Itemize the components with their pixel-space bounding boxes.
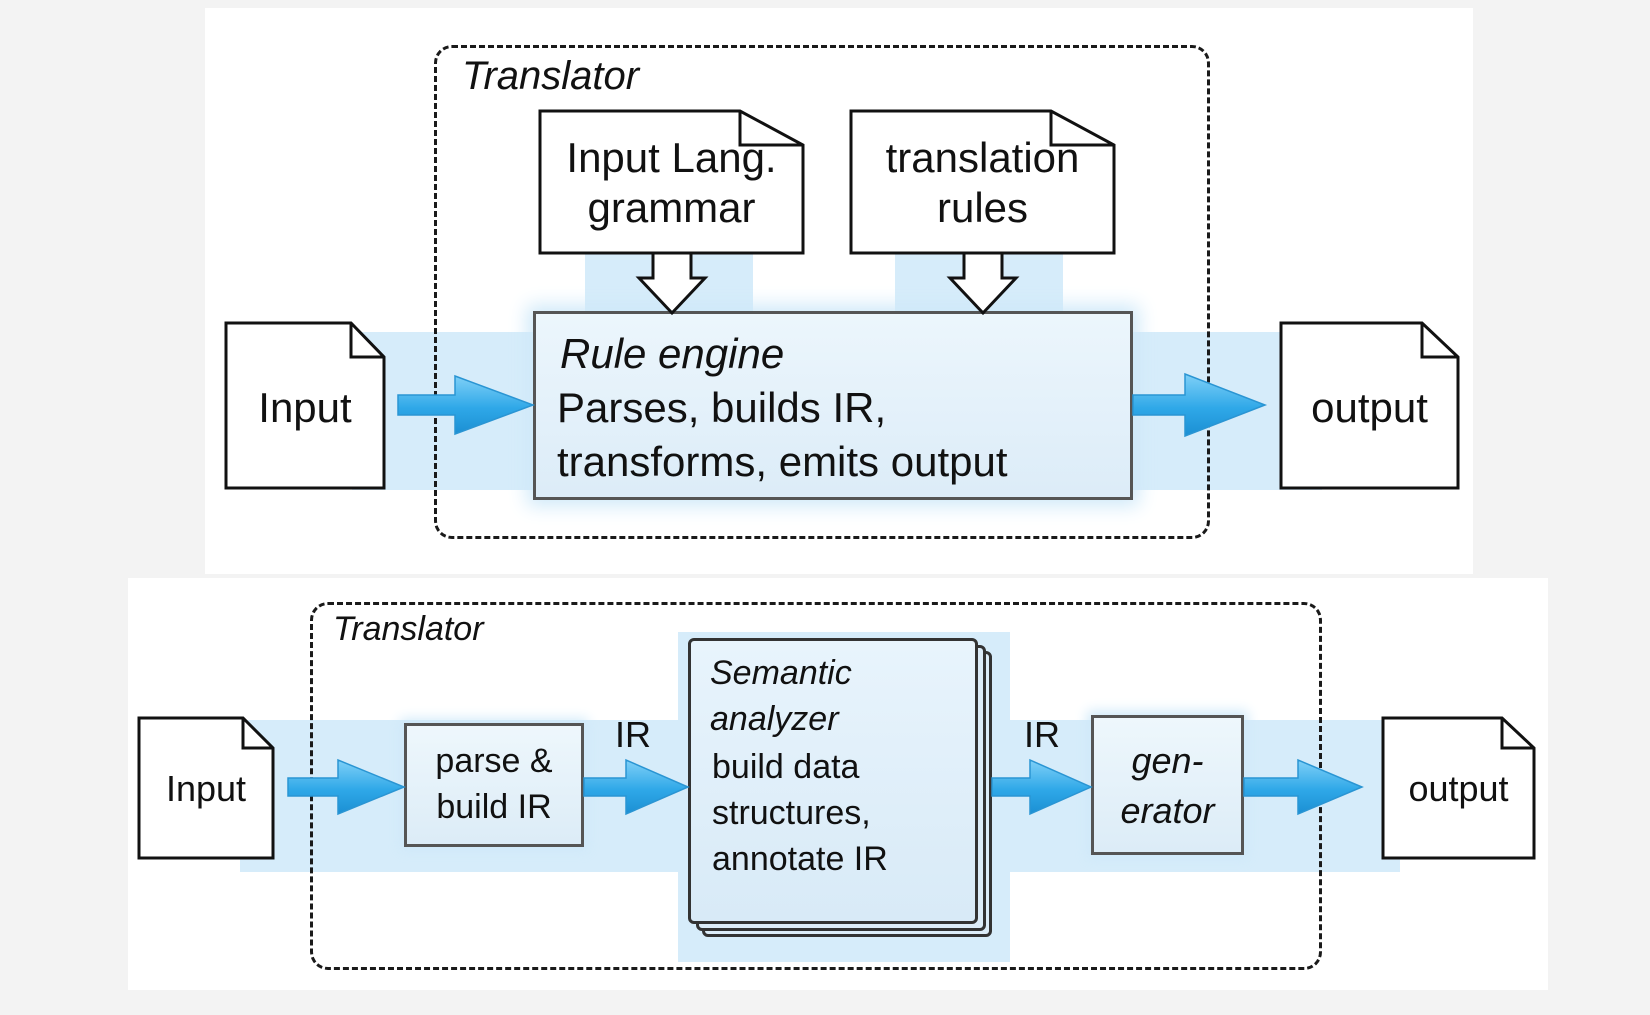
semantic-line-2: structures,: [712, 794, 871, 832]
grammar-down-arrow-icon: [635, 251, 709, 316]
top-input-arrow-icon: [397, 374, 536, 436]
bottom-input-arrow-icon: [287, 758, 406, 816]
grammar-line-2: grammar: [587, 184, 756, 231]
semantic-line-3: annotate IR: [712, 840, 888, 878]
rules-doc-label: translation rules: [851, 133, 1114, 233]
rule-engine-line-2: transforms, emits output: [557, 438, 1008, 485]
bottom-translator-label: Translator: [333, 610, 484, 648]
rules-down-arrow-icon: [946, 251, 1020, 316]
semantic-title-1: Semantic: [710, 654, 852, 692]
top-translator-boundary: [434, 45, 1210, 539]
semantic-analyzer-box: [688, 638, 978, 924]
grammar-doc-icon: [538, 109, 805, 255]
generator-box: [1091, 715, 1244, 855]
bottom-input-doc-label: Input: [165, 768, 247, 809]
top-output-doc-icon: [1279, 321, 1460, 490]
top-output-doc-label: output: [1311, 384, 1428, 431]
bottom-output-doc-fold: [1500, 718, 1534, 750]
generator-line-2: erator: [1120, 790, 1215, 831]
top-input-doc-icon: [224, 321, 386, 490]
bottom-output-arrow-icon: [1243, 758, 1364, 816]
bottom-input-doc-icon: [137, 716, 275, 860]
parse-to-semantic-arrow-icon: [583, 758, 690, 816]
rules-line-1: translation: [885, 134, 1080, 181]
top-output-doc-fold: [1420, 323, 1458, 359]
rules-doc-icon: [849, 109, 1116, 255]
rule-engine-box: [533, 311, 1133, 500]
bottom-output-doc-label: output: [1408, 768, 1509, 809]
generator-line-1: gen-: [1131, 740, 1204, 781]
semantic-title-2: analyzer: [710, 700, 839, 738]
parse-build-ir-box: [404, 723, 584, 847]
bottom-output-doc-icon: [1381, 716, 1536, 860]
top-translator-label: Translator: [462, 54, 640, 98]
top-input-doc-label: Input: [258, 384, 352, 431]
grammar-doc-label: Input Lang. grammar: [540, 133, 803, 233]
rules-doc-fold: [1049, 111, 1114, 147]
semantic-line-1: build data: [712, 748, 860, 786]
rules-line-2: rules: [936, 184, 1029, 231]
top-output-arrow-icon: [1132, 372, 1268, 438]
grammar-doc-fold: [738, 111, 803, 147]
rule-engine-line-1: Parses, builds IR,: [557, 384, 887, 431]
parse-line-1: parse &: [435, 742, 553, 780]
parse-build-ir-label: parse & build IR: [404, 738, 584, 830]
parse-line-2: build IR: [436, 788, 552, 826]
ir-label-1: IR: [615, 714, 651, 755]
bottom-input-doc-fold: [241, 718, 273, 750]
grammar-line-1: Input Lang.: [566, 134, 777, 181]
semantic-to-generator-arrow-icon: [991, 758, 1093, 816]
generator-label: gen- erator: [1091, 736, 1244, 836]
top-input-doc-fold: [349, 323, 384, 359]
ir-label-2: IR: [1024, 714, 1060, 755]
rule-engine-title: Rule engine: [560, 330, 785, 377]
